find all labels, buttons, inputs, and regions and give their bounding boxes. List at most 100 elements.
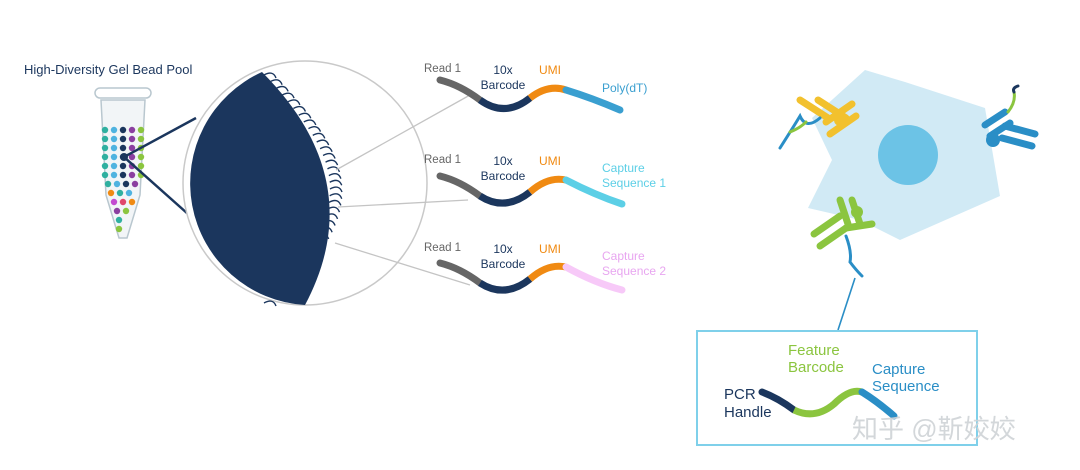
gel-bead-dot — [137, 135, 145, 143]
bead-oligo-hair — [298, 112, 312, 119]
bead-oligo-hair — [322, 152, 336, 159]
bead-callout-lines — [334, 94, 471, 286]
bead-oligo-hair — [325, 159, 339, 166]
bead-oligo-hair — [275, 85, 289, 92]
bead-oligo-hair — [316, 139, 330, 146]
capture-segment-1 — [562, 86, 624, 114]
gel-bead-dot — [115, 225, 123, 233]
gel-bead-dot — [119, 171, 127, 179]
cell-with-antibodies — [778, 70, 1039, 331]
bead-oligo-hair — [329, 186, 343, 193]
gel-bead-dots — [101, 126, 145, 233]
bead-oligo-hair — [293, 105, 307, 112]
bead-oligo-hair — [328, 199, 342, 206]
tube-to-bead-lines — [120, 116, 197, 215]
read1-label: Read 1 — [424, 242, 461, 254]
pcr-handle-label-line1: PCR — [724, 386, 756, 403]
gel-bead-dot — [101, 126, 109, 134]
bead-oligo-hair — [269, 79, 283, 85]
bead-oligo-hair — [303, 119, 317, 126]
gel-bead-dot — [137, 126, 145, 134]
umi-label: UMI — [539, 154, 561, 168]
gel-bead-dot — [128, 153, 136, 161]
gel-bead-tube — [94, 87, 152, 239]
read1-label: Read 1 — [424, 63, 461, 75]
oligo-polydt: Read 1 10x Barcode UMI Poly(dT) — [424, 63, 647, 114]
gel-bead-dot — [113, 180, 121, 188]
antibody-blue — [981, 84, 1039, 150]
gel-bead-dot — [137, 153, 145, 161]
barcode-label-line2: Barcode — [481, 78, 526, 92]
bead-oligo-hair — [263, 72, 277, 79]
gel-bead-dot — [119, 198, 127, 206]
bead-oligo-hair — [327, 166, 341, 173]
gel-bead-dot — [128, 144, 136, 152]
bead-oligo-hair — [329, 193, 343, 199]
bead-oligo-hair — [319, 146, 333, 153]
gel-bead-dot — [119, 162, 127, 170]
gel-bead-dot — [128, 126, 136, 134]
gel-bead-dot — [116, 189, 124, 197]
capture-sequence-label-line2: Sequence — [872, 378, 940, 395]
watermark: 知乎 @靳姣姣 — [852, 414, 1016, 444]
gel-bead-pool-title: High-Diversity Gel Bead Pool — [24, 62, 192, 77]
gel-bead-dot — [119, 126, 127, 134]
gel-bead-dot — [110, 162, 118, 170]
gel-bead-dot — [110, 198, 118, 206]
umi-label: UMI — [539, 242, 561, 256]
read1-label: Read 1 — [424, 154, 461, 166]
bead-oligo-hair — [308, 126, 322, 132]
gel-bead-dot — [128, 198, 136, 206]
bead-oligo-hair — [329, 179, 343, 186]
bead-oligo-hair — [328, 172, 342, 179]
barcode-label-line1: 10x — [493, 154, 512, 168]
bead-oligo-hair — [281, 92, 295, 99]
gel-bead-dot — [101, 144, 109, 152]
gel-bead-dot — [131, 180, 139, 188]
gel-bead-dot — [119, 144, 127, 152]
antibody-green — [810, 196, 876, 278]
barcode-label-line1: 10x — [493, 63, 512, 77]
gel-bead-dot — [101, 135, 109, 143]
gel-bead-dot — [122, 180, 130, 188]
barcode-label-line1: 10x — [493, 242, 512, 256]
gel-bead-dot — [110, 171, 118, 179]
feature-barcode-box: PCR Handle Feature Barcode Capture Seque… — [696, 330, 978, 446]
capture-label-line1: Capture — [602, 161, 645, 175]
pcr-handle-label-line2: Handle — [724, 404, 772, 421]
gel-bead-dot — [101, 153, 109, 161]
gel-bead-dot — [101, 162, 109, 170]
gel-bead-dot — [125, 189, 133, 197]
gel-bead-dot — [119, 135, 127, 143]
oligo-capture-seq-2: Read 1 10x Barcode UMI Capture Sequence … — [424, 242, 666, 294]
gel-bead-dot — [110, 144, 118, 152]
gel-bead-dot — [110, 153, 118, 161]
gel-bead-dot — [122, 207, 130, 215]
barcode-label-line2: Barcode — [481, 169, 526, 183]
gel-bead-dot — [128, 135, 136, 143]
barcode-label-line2: Barcode — [481, 257, 526, 271]
umi-label: UMI — [539, 63, 561, 77]
oligo-capture-seq-1: Read 1 10x Barcode UMI Capture Sequence … — [424, 154, 666, 208]
gel-bead-dot — [110, 135, 118, 143]
gel-bead-dot — [113, 207, 121, 215]
callout-to-feature-box — [837, 277, 856, 331]
capture-label-line2: Sequence 1 — [602, 176, 666, 190]
antibody-yellow — [778, 96, 860, 150]
capture-label-line2: Sequence 2 — [602, 264, 666, 278]
gel-bead-dot — [115, 216, 123, 224]
gel-bead-dot — [110, 126, 118, 134]
gel-bead — [182, 60, 428, 307]
bead-core — [190, 72, 330, 305]
gel-bead-dot — [107, 189, 115, 197]
feature-barcode-label-line2: Barcode — [788, 359, 844, 376]
bead-oligo-hair — [263, 300, 277, 307]
capture-sequence-label-line1: Capture — [872, 361, 925, 378]
gel-bead-dot — [128, 171, 136, 179]
gel-bead-dot — [101, 171, 109, 179]
gel-bead-dot — [104, 180, 112, 188]
gel-bead-dot — [137, 162, 145, 170]
capture-label-line1: Poly(dT) — [602, 81, 647, 95]
bead-oligo-hair — [287, 99, 301, 106]
